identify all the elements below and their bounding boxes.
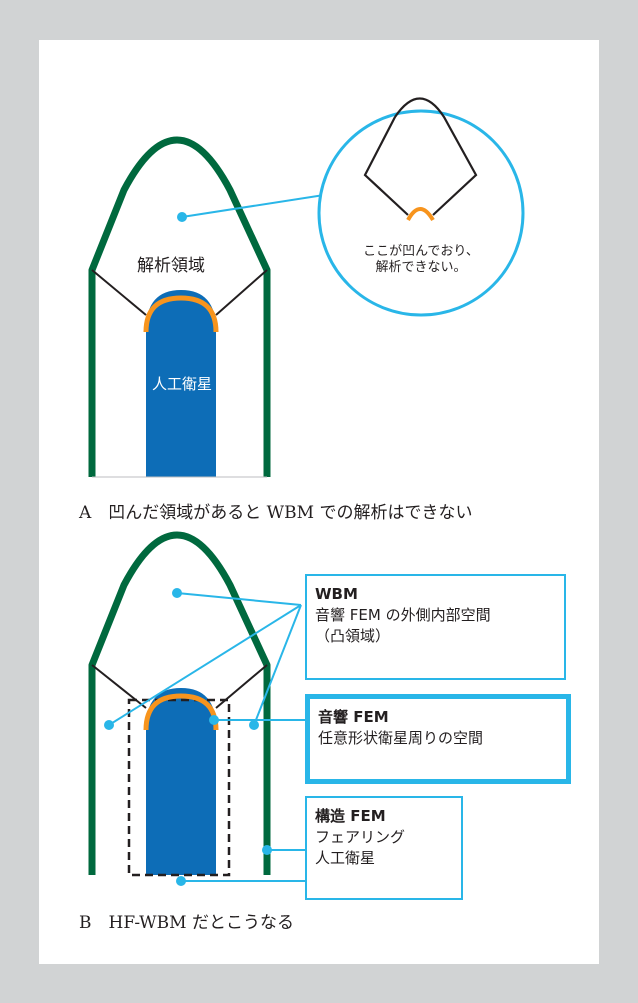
- structural-fem-title: 構造 FEM: [315, 807, 386, 825]
- figure-panel: 解析領域 人工衛星 ここが凹んでおり、 解析できない。 A 凹んだ領域があると …: [39, 40, 599, 964]
- acoustic-fem-box: 音響 FEM 任意形状衛星周りの空間: [305, 694, 571, 784]
- satellite-body: [146, 290, 216, 477]
- satellite-body-b: [146, 688, 216, 875]
- fairing-outline: [88, 136, 271, 477]
- zoom-circle: [317, 109, 525, 317]
- analysis-region-boundary: [91, 269, 268, 316]
- zoom-note: ここが凹んでおり、 解析できない。: [351, 244, 491, 276]
- callout-line: [181, 194, 325, 218]
- zoom-note-line2: 解析できない。: [375, 260, 467, 275]
- zoom-concave-arc: [406, 207, 435, 222]
- wbm-line1: 音響 FEM の外側内部空間: [315, 606, 491, 624]
- satellite-label: 人工衛星: [151, 375, 212, 393]
- zoom-note-line1: ここが凹んでおり、: [363, 244, 479, 259]
- caption-a: A 凹んだ領域があると WBM での解析はできない: [79, 503, 473, 523]
- structural-fem-line1: フェアリング: [315, 828, 406, 846]
- wbm-box: WBM 音響 FEM の外側内部空間 （凸領域）: [305, 574, 566, 680]
- acoustic-boundary-arc: [143, 693, 219, 731]
- acoustic-fem-region: [127, 698, 231, 877]
- acoustic-fem-title: 音響 FEM: [318, 708, 389, 726]
- structural-fem-box: 構造 FEM フェアリング 人工衛星: [305, 796, 463, 900]
- fairing-outline-b: [88, 531, 271, 875]
- concave-arc: [143, 295, 219, 333]
- region-boundary-b: [91, 664, 268, 709]
- wbm-title: WBM: [315, 585, 358, 603]
- wbm-line2: （凸領域）: [315, 627, 391, 645]
- diagram-a: [88, 97, 525, 478]
- acoustic-fem-line1: 任意形状衛星周りの空間: [318, 729, 484, 747]
- structural-fem-line2: 人工衛星: [315, 849, 376, 867]
- caption-b: B HF-WBM だとこうなる: [79, 913, 294, 933]
- zoom-shape: [363, 97, 478, 216]
- analysis-region-label: 解析領域: [137, 256, 205, 276]
